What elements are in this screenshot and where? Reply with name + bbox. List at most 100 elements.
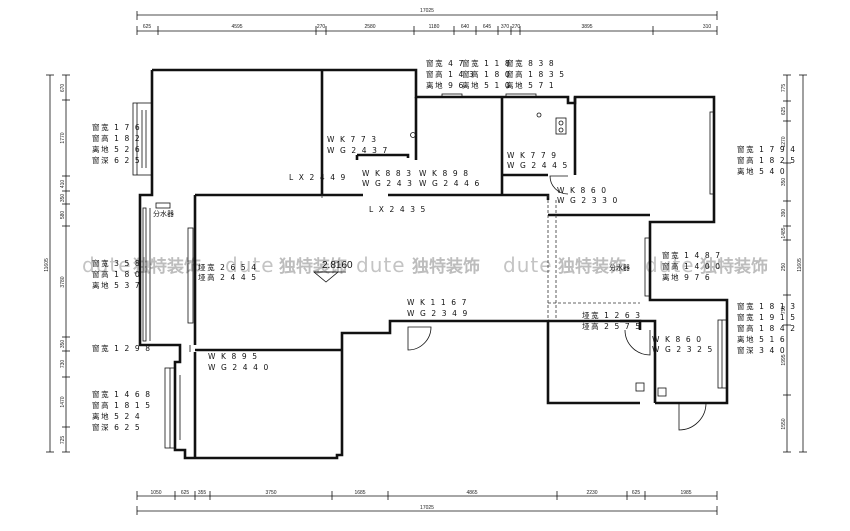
watermark-text: 独特装饰 [558, 256, 626, 277]
svg-text:W K 8 6 0: W K 8 6 0 [557, 186, 608, 195]
right-dim: 350 [781, 178, 787, 187]
svg-text:W K 7 7 9: W K 7 7 9 [507, 151, 558, 160]
svg-text:W K 8 8 3: W K 8 8 3 [362, 169, 413, 178]
left-total: 11605 [44, 258, 50, 272]
right-dim: 775 [781, 84, 787, 93]
bottom-dim: 1985 [680, 490, 691, 496]
svg-text:窗高 1 8 2 5: 窗高 1 8 2 5 [737, 155, 797, 165]
svg-text:窗高 1 8 4 2: 窗高 1 8 4 2 [737, 323, 797, 333]
opening-label-1: 垭宽 2 6 5 4 垭高 2 4 4 5 [198, 262, 258, 282]
svg-text:窗深 3 4 0: 窗深 3 4 0 [737, 345, 786, 355]
svg-text:垭宽 2 6 5 4: 垭宽 2 6 5 4 [198, 262, 258, 272]
window-label-left-3: 窗宽 1 2 9 8 [92, 343, 152, 353]
windows-graphics [132, 93, 728, 449]
door-label-4: W K 7 7 9 W G 2 4 4 5 [507, 151, 569, 170]
svg-text:垭高 2 4 4 5: 垭高 2 4 4 5 [198, 272, 258, 282]
right-dim: 1995 [781, 354, 787, 365]
level-value: 2.8160 [322, 260, 353, 271]
svg-text:W K 8 6 0: W K 8 6 0 [652, 335, 703, 344]
svg-text:W K 8 9 5: W K 8 9 5 [208, 352, 259, 361]
watermark-logo: dute [503, 253, 553, 277]
left-dim: 580 [60, 211, 66, 220]
right-dim: 390 [781, 209, 787, 218]
svg-text:窗宽 1 2 9 8: 窗宽 1 2 9 8 [92, 343, 152, 353]
svg-text:W G 2 4 4 5: W G 2 4 4 5 [507, 161, 569, 170]
right-dimension-line: 775 625 1270 350 390 1485 250 750 1995 1… [781, 74, 807, 453]
svg-text:W K 1 1 6 7: W K 1 1 6 7 [407, 298, 468, 307]
svg-text:窗高 1 8 1 5: 窗高 1 8 1 5 [92, 400, 152, 410]
svg-text:离地 5 1 0: 离地 5 1 0 [462, 80, 511, 90]
svg-text:窗宽 1 1 8: 窗宽 1 1 8 [462, 58, 511, 68]
svg-text:窗高 1 8 2: 窗高 1 8 2 [92, 133, 141, 143]
svg-text:垭高 2 5 7 5: 垭高 2 5 7 5 [582, 321, 642, 331]
svg-text:窗深 6 2 5: 窗深 6 2 5 [92, 422, 141, 432]
svg-text:W K 7 7 3: W K 7 7 3 [327, 135, 378, 144]
bottom-dim: 1685 [354, 490, 365, 496]
dashed-boundaries [321, 195, 640, 318]
top-dim: 645 [483, 24, 492, 30]
bottom-dim: 4865 [466, 490, 477, 496]
window-label-top-c: 窗宽 8 3 8 窗高 1 8 3 5 离地 5 7 1 [506, 58, 566, 90]
door-label-1: W K 7 7 3 W G 2 4 3 7 [327, 135, 389, 155]
svg-text:W K 8 9 8: W K 8 9 8 [419, 169, 470, 178]
left-dim: 725 [60, 436, 66, 445]
window-label-left-1: 窗宽 1 7 6 窗高 1 8 2 离地 5 2 6 窗深 6 2 5 [92, 122, 141, 165]
walls [138, 68, 729, 460]
right-dim: 1485 [781, 227, 787, 238]
svg-text:窗高 1 8 0: 窗高 1 8 0 [92, 269, 141, 279]
door-swings [155, 112, 707, 431]
bottom-dim: 2230 [586, 490, 597, 496]
bottom-dim: 3750 [265, 490, 276, 496]
svg-text:W G 2 3 3 0: W G 2 3 3 0 [557, 196, 619, 205]
top-dim: 4595 [231, 24, 242, 30]
left-dim: 670 [60, 84, 66, 93]
door-label-3: W K 8 9 8 W G 2 4 4 6 [419, 169, 479, 188]
watermark-logo: dute [356, 253, 406, 277]
water-distributor-label: 分水器 [153, 209, 174, 218]
svg-text:窗宽 1 4 6 8: 窗宽 1 4 6 8 [92, 389, 152, 399]
level-marker: 2.8160 [312, 260, 353, 283]
top-dim: 270 [317, 24, 326, 30]
left-dim: 350 [60, 340, 66, 349]
right-dim: 1550 [781, 418, 787, 429]
svg-text:窗宽 1 7 6: 窗宽 1 7 6 [92, 122, 141, 132]
door-label-2: W K 8 8 3 W G 2 4 3 [362, 169, 413, 188]
svg-text:离地 5 2 6: 离地 5 2 6 [92, 144, 141, 154]
bottom-dim: 1050 [150, 490, 161, 496]
watermark-text: 独特装饰 [700, 256, 768, 277]
top-dim: 640 [461, 24, 470, 30]
right-total: 11605 [797, 258, 803, 272]
svg-text:窗高 1 8 0: 窗高 1 8 0 [462, 69, 511, 79]
door-label-5: W K 8 6 0 W G 2 3 3 0 [557, 186, 619, 205]
window-label-top-a: 窗宽 4 7 窗高 1 4 3 离地 9 6 [426, 58, 475, 90]
left-dim: 1470 [60, 396, 66, 407]
svg-text:窗宽 1 9 1 5: 窗宽 1 9 1 5 [737, 312, 797, 322]
svg-text:离地 5 4 0: 离地 5 4 0 [737, 166, 786, 176]
right-dim: 625 [781, 107, 787, 116]
water-distributor-label: 分水器 [609, 263, 630, 272]
watermark-logo: dute [82, 253, 132, 277]
overall-width-top: 17025 [420, 8, 434, 14]
svg-text:W G 2 4 4 0: W G 2 4 4 0 [208, 363, 270, 372]
svg-text:窗宽 8 3 8: 窗宽 8 3 8 [506, 58, 555, 68]
svg-text:窗宽 4 7: 窗宽 4 7 [426, 58, 465, 68]
svg-text:窗高 1 4 3: 窗高 1 4 3 [426, 69, 475, 79]
top-dim: 2580 [364, 24, 375, 30]
bottom-dim: 625 [181, 490, 190, 496]
svg-text:窗高 1 8 3 5: 窗高 1 8 3 5 [506, 69, 566, 79]
svg-text:W G 2 4 3 7: W G 2 4 3 7 [327, 146, 389, 155]
window-label-right-1: 窗宽 1 7 9 4 窗高 1 8 2 5 离地 5 4 0 [737, 144, 797, 176]
overall-width-bottom: 17025 [420, 505, 434, 511]
svg-text:离地 9 6: 离地 9 6 [426, 80, 465, 90]
top-dim: 370 [501, 24, 510, 30]
top-dim: 270 [512, 24, 521, 30]
svg-text:W G 2 4 3: W G 2 4 3 [362, 179, 413, 188]
svg-text:窗宽 1 7 9 4: 窗宽 1 7 9 4 [737, 144, 797, 154]
left-dim: 730 [60, 360, 66, 369]
svg-text:窗高 1 4 0 0: 窗高 1 4 0 0 [662, 261, 722, 271]
left-dim: 3780 [60, 276, 66, 287]
svg-text:离地 5 1 6: 离地 5 1 6 [737, 334, 786, 344]
svg-text:窗宽 1 8 1 3: 窗宽 1 8 1 3 [737, 301, 797, 311]
top-dim: 1180 [429, 24, 440, 30]
